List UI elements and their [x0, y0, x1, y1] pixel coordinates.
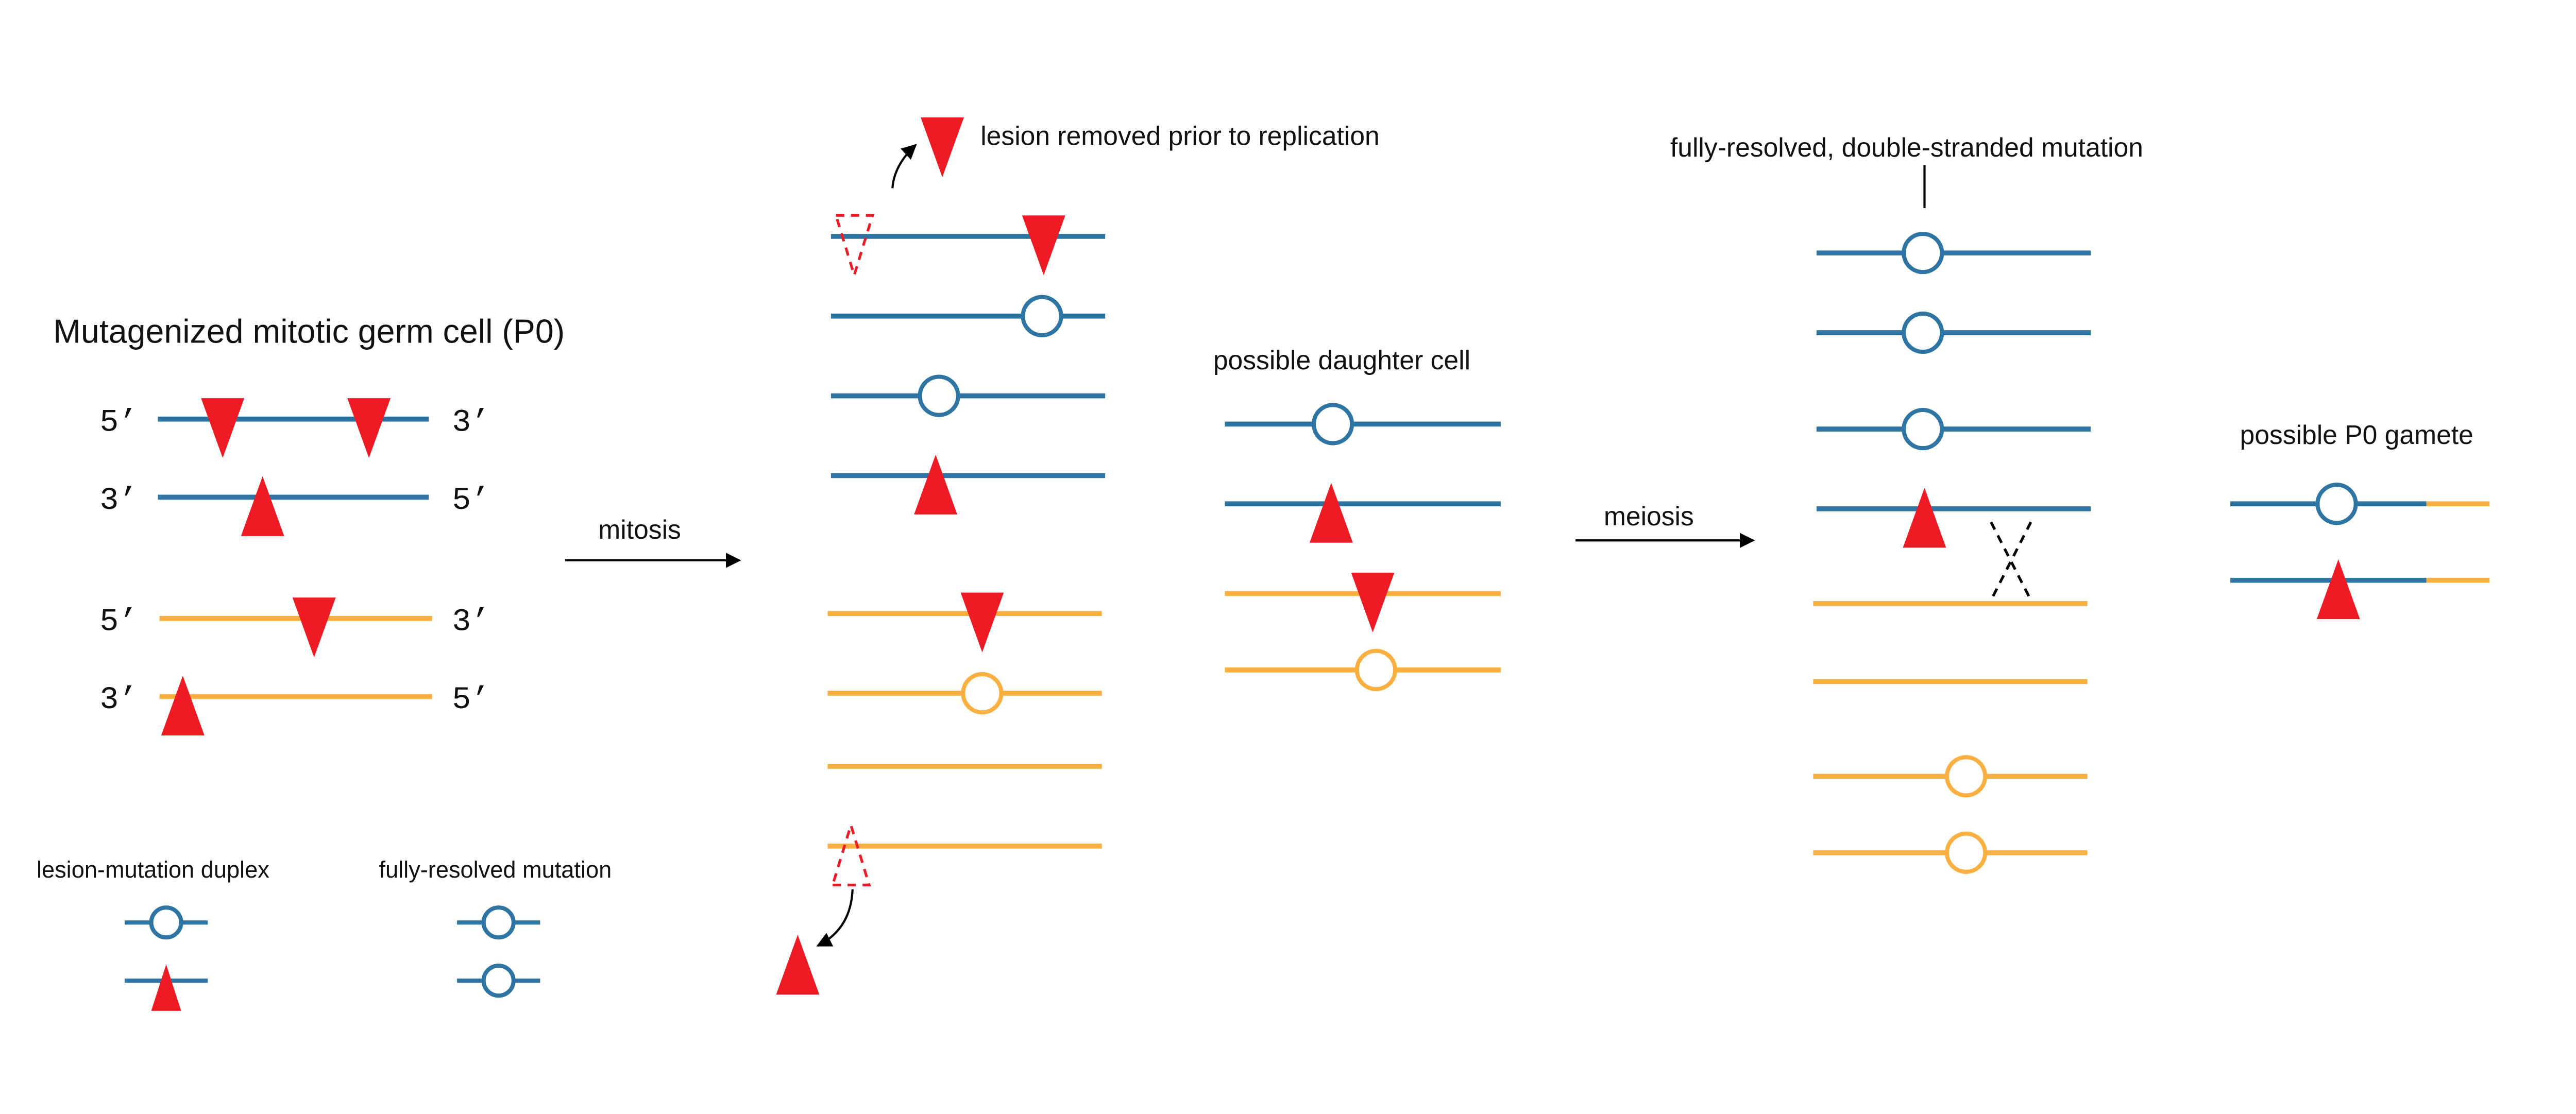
legend-fully-resolved-mutation: fully-resolved mutation — [379, 856, 612, 883]
lesion-triangle-icon — [292, 597, 336, 658]
removed-lesion-icon — [831, 820, 871, 886]
lesion-triangle-icon — [201, 398, 245, 458]
mutation-circle-icon — [1311, 403, 1354, 445]
daughter-cell-title: possible daughter cell — [1213, 345, 1470, 375]
mutation-circle-icon — [1945, 755, 1988, 798]
left-panel-title: Mutagenized mitotic germ cell (P0) — [53, 313, 565, 350]
strand-end-label: 3’ — [100, 682, 138, 718]
mutation-circle-icon — [1902, 232, 1944, 275]
mutation-circle-icon — [918, 374, 960, 417]
mutation-circle-icon — [1354, 648, 1398, 691]
strand-end-label: 3’ — [452, 604, 490, 640]
lesion-triangle-icon — [921, 117, 964, 178]
mutation-circle-icon — [1902, 311, 1944, 354]
mitosis-label: mitosis — [598, 515, 681, 544]
lesion-triangle-icon — [161, 675, 205, 735]
removal-arrow-top — [891, 144, 917, 188]
lesion-triangle-icon — [914, 454, 958, 515]
lesion-triangle-icon — [1022, 215, 1065, 276]
gamete-title: possible P0 gamete — [2240, 420, 2473, 450]
lesion-triangle-icon — [776, 935, 820, 995]
legend-lesion-mutation-duplex: lesion-mutation duplex — [37, 856, 269, 883]
strand-end-label: 3’ — [452, 405, 490, 440]
strand-end-label: 5’ — [452, 483, 490, 519]
lesion-triangle-icon — [1309, 483, 1353, 543]
mutation-circle-icon — [481, 905, 516, 940]
mutation-circle-icon — [961, 672, 1004, 715]
strand-end-label: 5’ — [100, 604, 138, 640]
strand-end-label: 5’ — [100, 405, 138, 440]
removed-lesion-icon — [834, 214, 875, 280]
strand-end-label: 3’ — [100, 483, 138, 519]
lesion-triangle-icon — [151, 964, 181, 1011]
mutation-circle-icon — [1902, 407, 1944, 451]
strand-end-label: 5’ — [452, 682, 490, 718]
removal-arrow-bottom — [816, 889, 854, 947]
lesion-triangle-icon — [241, 476, 284, 536]
meiosis-label: meiosis — [1604, 501, 1694, 531]
lesion-removed-label: lesion removed prior to replication — [980, 121, 1380, 151]
lesion-triangle-icon — [960, 592, 1004, 653]
mutation-circle-icon — [1945, 831, 1988, 874]
mutation-circle-icon — [149, 905, 183, 940]
lesion-triangle-icon — [1903, 488, 1946, 548]
lesion-triangle-icon — [347, 398, 391, 458]
double-stranded-mutation-label: fully-resolved, double-stranded mutation — [1670, 132, 2143, 162]
crossover-icon — [1990, 521, 2032, 601]
mutation-circle-icon — [2315, 483, 2358, 525]
lesion-triangle-icon — [2316, 559, 2360, 620]
mutation-circle-icon — [1021, 295, 1063, 337]
lesion-triangle-icon — [1351, 572, 1395, 632]
mutation-circle-icon — [481, 964, 516, 998]
